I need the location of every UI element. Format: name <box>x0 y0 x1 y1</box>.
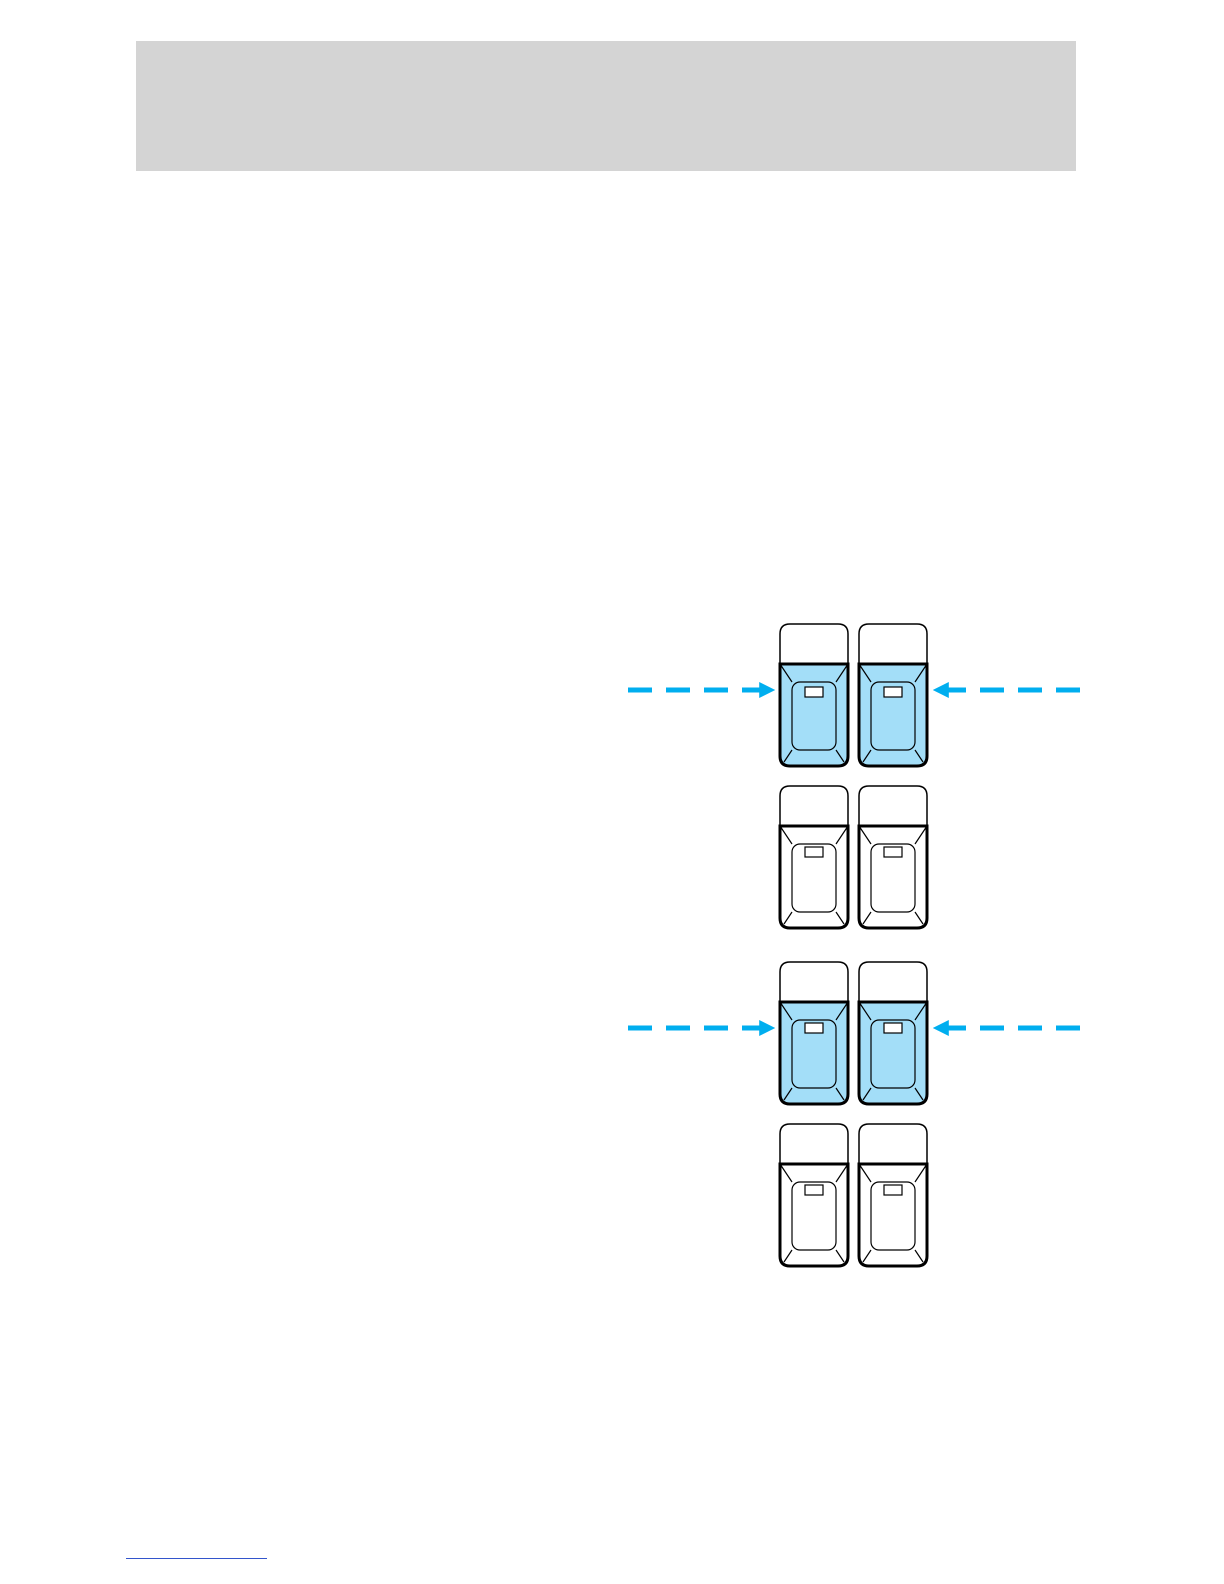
switch-right-pressed-2 <box>859 962 927 1104</box>
switch-left-released-2 <box>780 1124 848 1266</box>
switch-pair-pressed-2 <box>628 962 1080 1104</box>
header-band <box>136 41 1076 171</box>
switch-right-released-1 <box>859 786 927 928</box>
switch-illustration <box>620 618 1090 1274</box>
switch-pair-pressed-1 <box>628 624 1080 766</box>
footer-rule <box>126 1558 267 1559</box>
switch-right-released-2 <box>859 1124 927 1266</box>
switch-pair-released-2 <box>780 1124 927 1266</box>
switch-left-released-1 <box>780 786 848 928</box>
switch-pair-released-1 <box>780 786 927 928</box>
switch-left-pressed-2 <box>780 962 848 1104</box>
switch-right-pressed-1 <box>859 624 927 766</box>
switch-left-pressed-1 <box>780 624 848 766</box>
